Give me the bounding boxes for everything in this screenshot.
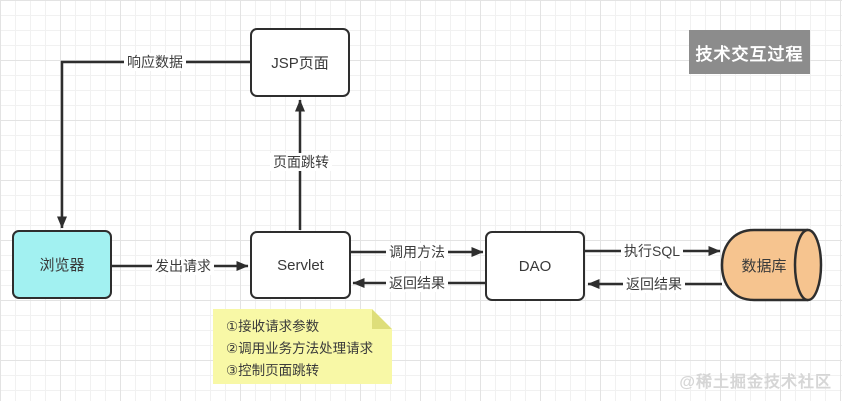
node-jsp-page-label: JSP页面 xyxy=(271,55,329,72)
diagram-title: 技术交互过程 xyxy=(689,30,810,74)
edge-label-execute-sql: 执行SQL xyxy=(620,242,684,260)
edge-label-page-jump: 页面跳转 xyxy=(270,153,332,171)
edge-label-return-result-dao: 返回结果 xyxy=(623,275,685,293)
node-dao: DAO xyxy=(485,231,585,301)
node-jsp-page: JSP页面 xyxy=(250,28,350,97)
edge-response-data xyxy=(57,60,250,229)
note-line-3: ③控制页面跳转 xyxy=(226,363,320,378)
node-browser: 浏览器 xyxy=(12,230,112,299)
node-database-label: 数据库 xyxy=(722,230,806,300)
node-browser-label: 浏览器 xyxy=(39,257,85,274)
edge-label-call-method: 调用方法 xyxy=(386,243,448,261)
node-servlet-label: Servlet xyxy=(277,256,324,274)
edge-label-response-data: 响应数据 xyxy=(124,53,186,71)
node-servlet: Servlet xyxy=(250,231,351,299)
edge-label-return-result-servlet: 返回结果 xyxy=(386,274,448,292)
database-cylinder-cap xyxy=(793,228,823,302)
note-line-1: ①接收请求参数 xyxy=(226,319,320,334)
note-line-2: ②调用业务方法处理请求 xyxy=(226,341,374,356)
sticky-note: ①接收请求参数 ②调用业务方法处理请求 ③控制页面跳转 xyxy=(213,309,392,384)
watermark: @稀土掘金技术社区 xyxy=(679,374,832,391)
database-cylinder xyxy=(720,228,823,302)
node-dao-label: DAO xyxy=(518,257,552,275)
node-database-label-text: 数据库 xyxy=(741,257,787,275)
edge-label-send-request: 发出请求 xyxy=(152,257,214,275)
database-cylinder-body xyxy=(720,228,808,302)
